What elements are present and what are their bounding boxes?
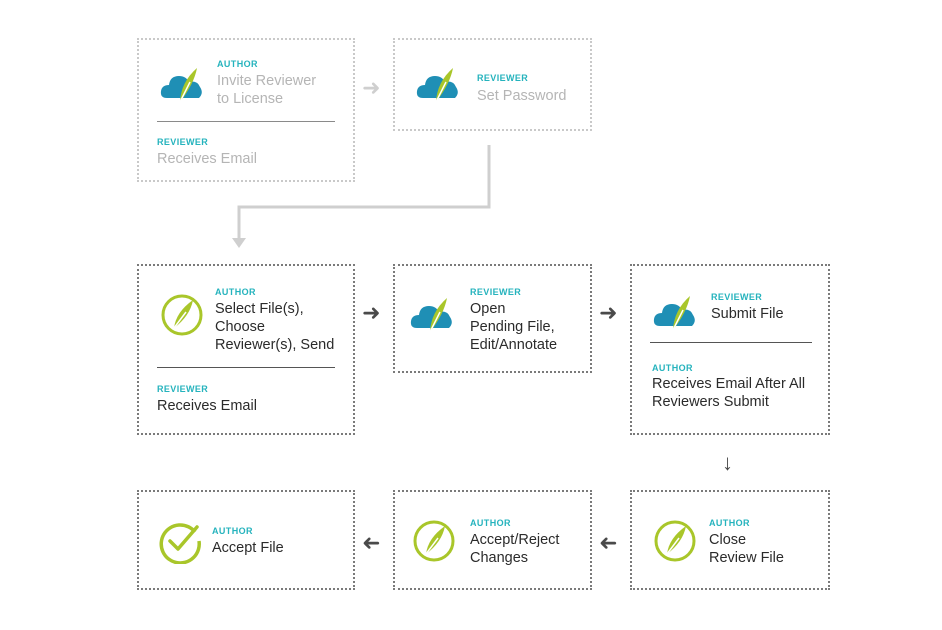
step-text: Open Pending File, Edit/Annotate	[470, 301, 558, 353]
role-label: AUTHOR	[212, 526, 253, 536]
step-text: Set Password	[477, 88, 567, 104]
cloud-quill-icon	[160, 68, 202, 103]
step-set-password: REVIEWER Set Password	[393, 38, 592, 131]
step-open-pending-file: REVIEWER Open Pending File, Edit/Annotat…	[393, 264, 592, 373]
cloud-quill-icon	[410, 298, 452, 333]
quill-circle-icon	[161, 294, 203, 336]
sub-role-label: REVIEWER	[157, 384, 209, 394]
role-label: REVIEWER	[470, 287, 522, 297]
arrow-right-icon: ➜	[362, 75, 381, 100]
step-close-review-file: AUTHOR Close Review File	[630, 490, 830, 590]
step-accept-file: AUTHOR Accept File	[137, 490, 355, 590]
sub-role-label: AUTHOR	[652, 363, 693, 373]
sub-step-text: Receives Email After All Reviewers Submi…	[652, 376, 806, 410]
step-submit-file: REVIEWER Submit File AUTHOR Receives Ema…	[630, 264, 830, 435]
role-label: REVIEWER	[477, 73, 529, 83]
divider	[157, 121, 335, 122]
divider	[650, 342, 812, 343]
sub-role-label: REVIEWER	[157, 137, 209, 147]
sub-step-text: Receives Email	[157, 398, 257, 414]
role-label: AUTHOR	[217, 59, 258, 69]
role-label: AUTHOR	[215, 287, 256, 297]
sub-step-text: Receives Email	[157, 151, 257, 167]
step-text: Accept/Reject Changes	[470, 532, 560, 566]
arrow-down-icon: ↓	[722, 450, 733, 475]
step-text: Invite Reviewer to License	[217, 73, 317, 107]
arrow-right-icon: ➜	[362, 300, 381, 325]
quill-circle-icon	[654, 520, 696, 562]
role-label: REVIEWER	[711, 292, 763, 302]
step-select-files: AUTHOR Select File(s), Choose Reviewer(s…	[137, 264, 355, 435]
step-text: Accept File	[212, 540, 284, 556]
arrow-right-icon: ➜	[599, 300, 618, 325]
divider	[157, 367, 335, 368]
step-text: Select File(s), Choose Reviewer(s), Send	[215, 301, 335, 353]
quill-circle-icon	[413, 520, 455, 562]
cloud-quill-icon	[653, 296, 695, 331]
step-text: Submit File	[711, 306, 784, 322]
role-label: AUTHOR	[470, 518, 511, 528]
arrow-left-icon: ➜	[599, 530, 618, 555]
arrow-left-icon: ➜	[362, 530, 381, 555]
step-invite-reviewer: AUTHOR Invite Reviewer to License REVIEW…	[137, 38, 355, 182]
step-text: Close Review File	[709, 532, 784, 566]
step-accept-reject-changes: AUTHOR Accept/Reject Changes	[393, 490, 592, 590]
check-circle-icon	[159, 523, 201, 564]
cloud-quill-icon	[416, 68, 458, 103]
role-label: AUTHOR	[709, 518, 750, 528]
